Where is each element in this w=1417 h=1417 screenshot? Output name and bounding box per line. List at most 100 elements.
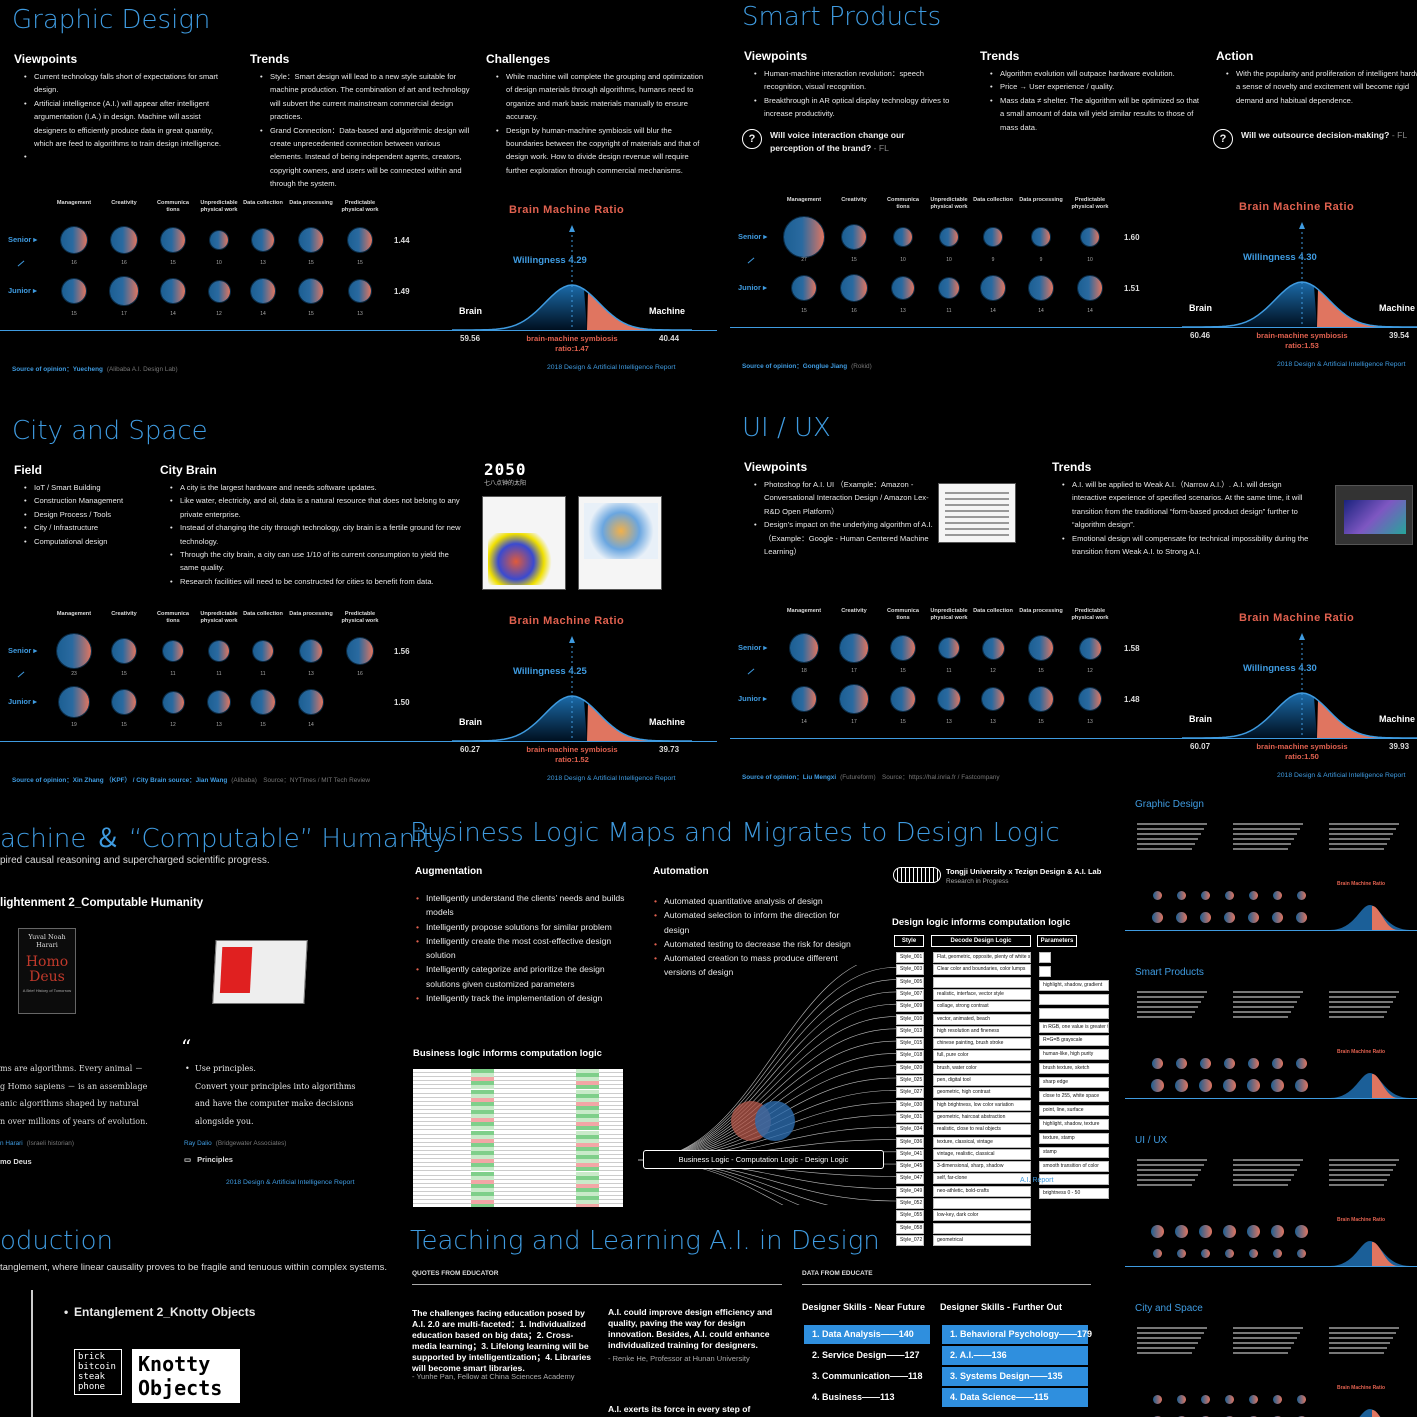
table-row: [518, 1114, 623, 1119]
source-extra: (Rokid): [851, 363, 872, 370]
mini-bubble: [1270, 1224, 1284, 1238]
row-ratio: 1.49: [394, 287, 410, 296]
param-cell: [1039, 952, 1051, 963]
table-cell: [470, 1167, 494, 1172]
row-divider: [17, 260, 25, 267]
bubble: [981, 687, 1005, 711]
bubble-count: 13: [216, 722, 222, 728]
table-row: [413, 1138, 518, 1143]
category-label: Unpredictable physical work: [200, 200, 238, 213]
brain-label: Brain: [1189, 714, 1213, 724]
mini-bubble: [1222, 1224, 1236, 1238]
mini-bubble: [1176, 1248, 1186, 1258]
table-row: [518, 1110, 623, 1114]
mini-bubble: [1295, 1415, 1307, 1417]
bubble: [299, 690, 323, 714]
bubble-count: 11: [216, 671, 222, 677]
bubble: [1078, 276, 1102, 300]
mini-bubble: [1150, 1078, 1164, 1092]
mini-text: [1137, 1352, 1192, 1354]
brain-value: 60.07: [1190, 742, 1211, 751]
table-row: [413, 1085, 518, 1090]
bubble: [1028, 686, 1054, 712]
param-cell: sharp edge: [1039, 1077, 1109, 1089]
machine-area: [1317, 700, 1382, 738]
lab-sub: Research in Progress: [946, 878, 1009, 885]
mini-text: [1329, 823, 1399, 825]
center-arrow: [1299, 633, 1305, 640]
table-cell: [575, 1105, 599, 1110]
source-name: Xin Zhang （KPF） / City Brain source：Jian…: [72, 777, 228, 784]
table-row: [518, 1179, 623, 1184]
far-heading: Designer Skills - Further Out: [940, 1302, 1063, 1312]
bell-curve: [452, 636, 692, 742]
mini-bubble: [1246, 1224, 1260, 1238]
near-skill: 3. Communication——118: [812, 1371, 923, 1381]
far-skill: 2. A.I.——136: [942, 1346, 1088, 1365]
table-cell: [575, 1183, 599, 1188]
bubble-count: 10: [900, 257, 906, 263]
mini-text: [1329, 1169, 1393, 1171]
category-label: Data processing: [1019, 608, 1063, 614]
mini-bubble: [1295, 911, 1307, 923]
mini-curve: [1330, 1073, 1410, 1098]
category-label: Predictable physical work: [1071, 608, 1109, 621]
table-row: [413, 1204, 518, 1207]
column-list: With the popularity and proliferation of…: [1226, 67, 1417, 107]
table-row: [413, 1142, 518, 1147]
bubble-count: 14: [170, 311, 176, 317]
list-item: Artificial intelligence (A.I.) will appe…: [24, 97, 234, 151]
bubble-count: 17: [851, 719, 857, 725]
machine-value: 40.44: [659, 334, 680, 343]
mini-bubble: [1296, 1248, 1306, 1258]
humanity-subtitle: pired causal reasoning and supercharged …: [0, 855, 270, 866]
mini-text: [1137, 1169, 1201, 1171]
bmr-title: Brain Machine Ratio: [509, 204, 625, 216]
row-divider: [17, 671, 25, 678]
decode-cell: Clear color and boundaries, color lumps: [933, 964, 1031, 976]
bmr-title: Brain Machine Ratio: [1239, 612, 1355, 624]
style-cell: Style_058: [896, 1222, 924, 1234]
table-row: [518, 1130, 623, 1135]
bubble: [1032, 228, 1050, 246]
table-row: [413, 1183, 518, 1188]
logic-bar: Business Logic - Computation Logic - Des…: [643, 1150, 884, 1169]
table-cell: [575, 1097, 599, 1102]
bubble-count: 16: [357, 671, 363, 677]
bubble: [891, 276, 915, 300]
category-label: Predictable physical work: [341, 611, 379, 624]
table-cell: [470, 1151, 494, 1155]
source-name: Yuecheng: [72, 366, 103, 373]
style-cell: Style_003: [896, 964, 924, 976]
table-row: [413, 1122, 518, 1127]
willingness: Willingness 4.30: [1243, 663, 1317, 674]
table-cell: [575, 1175, 599, 1180]
willingness: Willingness 4.25: [513, 666, 587, 677]
mini-text: [1233, 1179, 1291, 1181]
table-row: [413, 1093, 518, 1098]
decode-cell: vector, animated, beach: [933, 1013, 1031, 1025]
mini-bubble: [1224, 1394, 1234, 1404]
aug-item: Intelligently propose solutions for simi…: [416, 920, 631, 935]
table-cell: [470, 1089, 494, 1094]
table-cell: [470, 1110, 494, 1114]
mini-bubble: [1174, 1224, 1188, 1238]
column-heading: City Brain: [160, 463, 217, 477]
mini-text: [1233, 1006, 1294, 1008]
table-cell: [575, 1069, 599, 1073]
machine-value: 39.93: [1389, 742, 1410, 751]
panel-3: UI / UXViewpointsPhotoshop for A.I. UI （…: [730, 408, 1417, 803]
text-line: [945, 528, 1009, 530]
category-label: Creativity: [111, 611, 137, 617]
decode-cell: pen, digital tool: [933, 1075, 1031, 1086]
nyt-article-image: [482, 496, 566, 590]
table-cell: [575, 1200, 599, 1205]
question-text: Will voice interaction change our percep…: [770, 129, 937, 155]
row-label-senior: Senior ▸: [738, 232, 767, 241]
mini-text: [1233, 1001, 1297, 1003]
mini-text: [1137, 1174, 1198, 1176]
mini-text: [1329, 828, 1396, 830]
